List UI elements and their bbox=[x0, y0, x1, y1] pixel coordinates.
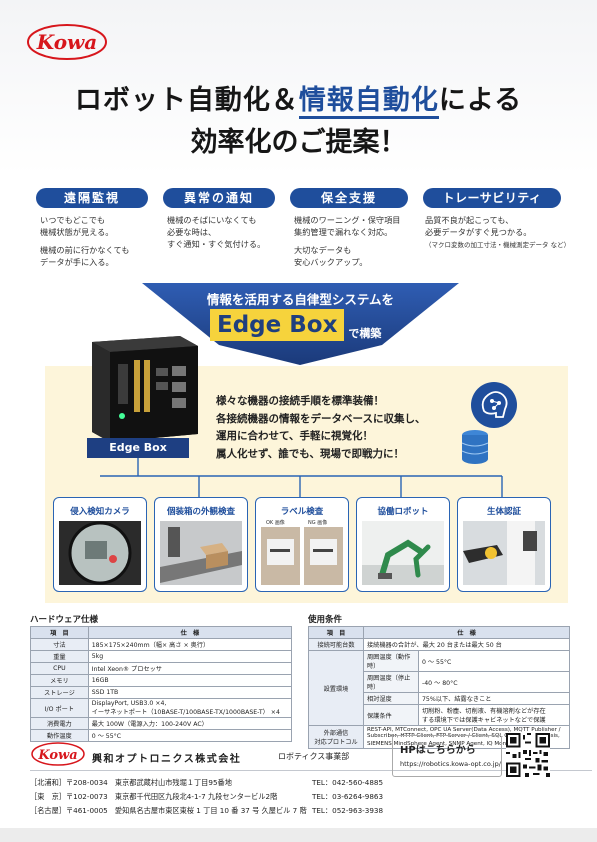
svg-text:Kowa: Kowa bbox=[37, 748, 77, 763]
feature-text-alert: 機械のそばにいなくても必要な時は、すぐ通知・すぐ気付ける。 bbox=[167, 215, 266, 249]
database-icon bbox=[461, 430, 489, 464]
feature-title-remote: 遠隔監視 bbox=[36, 188, 148, 208]
camera-image bbox=[59, 521, 141, 585]
brain-ai-icon bbox=[471, 382, 517, 428]
qr-code[interactable] bbox=[506, 733, 550, 777]
panel-line: 属人化せず、誰でも、現場で即戦力に！ bbox=[216, 447, 404, 460]
headline-part: による bbox=[438, 85, 523, 116]
card-title: 協働ロボット bbox=[377, 507, 429, 517]
headline-part: ロボット自動化＆ bbox=[74, 85, 299, 116]
card-cobot: 協働ロボット bbox=[356, 497, 450, 592]
svg-text:Kowa: Kowa bbox=[36, 30, 97, 54]
card-package-inspection: 個装箱の外観検査 bbox=[154, 497, 248, 592]
company-name: 興和オプトロニクス株式会社 bbox=[92, 754, 242, 765]
environment-spec-table: 項 目仕 様 接続可能台数接続機器の合計が、最大 20 台または最大 50 台 … bbox=[308, 626, 570, 749]
table-header: 項 目 bbox=[308, 626, 364, 639]
banner-title: 情報を活用する自律型システムを bbox=[206, 292, 395, 307]
office-tokyo: ［東 京］〒102-0073 東京都千代田区九段北4-1-7 九段センタービル2… bbox=[30, 792, 384, 801]
footer-divider bbox=[30, 770, 592, 771]
hero-background bbox=[0, 0, 597, 175]
feature-title-alert: 異常の通知 bbox=[163, 188, 275, 208]
office-nagoya: ［名古屋］〒461-0005 愛知県名古屋市東区東桜 1 丁目 10 番 37 … bbox=[30, 806, 384, 815]
card-title: 生体認証 bbox=[486, 507, 521, 517]
edge-box-label: Edge Box bbox=[87, 438, 189, 458]
feature-text-remote: いつでもどこでも機械状態が見える。 機械の前に行かなくてもデータが手に入る。 bbox=[40, 215, 130, 267]
feature-title-traceability: トレーサビリティ bbox=[423, 188, 561, 208]
card-biometric: 生体認証 bbox=[457, 497, 551, 592]
biometric-image bbox=[463, 521, 545, 585]
kowa-logo: Kowa bbox=[27, 24, 107, 60]
table-header: 項 目 bbox=[30, 626, 89, 639]
feature-text-maintenance: 機械のワーニング・保守項目集約管理で漏れなく対応。 大切なデータも安心バックアッ… bbox=[294, 215, 401, 267]
card-intrusion-camera: 侵入検知カメラ bbox=[53, 497, 147, 592]
footer-kowa-logo: Kowa bbox=[31, 742, 85, 766]
headline-line-2: 効率化のご提案！ bbox=[190, 127, 407, 158]
card-title: 侵入検知カメラ bbox=[70, 507, 130, 517]
connector-lines bbox=[100, 458, 503, 498]
table-row: 設置環境周囲温度（動作時）0 ～ 55°C bbox=[308, 650, 570, 726]
ok-image-label: OK 画像 bbox=[266, 520, 285, 526]
table-row: 接続可能台数接続機器の合計が、最大 20 台または最大 50 台 bbox=[308, 638, 570, 651]
panel-description: 様々な機器の接続手順を標準装備！ 各接続機器の情報をデータベースに収集し、 運用… bbox=[216, 393, 425, 463]
feature-title-maintenance: 保全支援 bbox=[290, 188, 408, 208]
homepage-url[interactable]: https://robotics.kowa-opt.co.jp/ bbox=[400, 760, 501, 768]
homepage-title: HPはこちらから bbox=[400, 745, 476, 756]
table-row: 消費電力最大 100W（電源入力：100-240V AC） bbox=[30, 717, 293, 730]
edge-box-device-image bbox=[92, 336, 198, 442]
headline-highlight: 情報自動化 bbox=[298, 85, 439, 119]
division-name: ロボティクス事業部 bbox=[278, 752, 350, 761]
ng-image-label: NG 画像 bbox=[308, 520, 328, 526]
panel-line: 各接続機器の情報をデータベースに収集し、 bbox=[216, 412, 426, 425]
table-header: 仕 様 bbox=[87, 626, 293, 639]
headline-line-1: ロボット自動化＆情報自動化による bbox=[0, 78, 597, 119]
panel-line: 様々な機器の接続手順を標準装備！ bbox=[216, 395, 384, 407]
label-image bbox=[261, 527, 343, 585]
card-title: ラベル検査 bbox=[280, 507, 324, 517]
card-title: 個装箱の外観検査 bbox=[166, 507, 235, 517]
edgebox-word: Edge Box bbox=[210, 309, 345, 341]
panel-line: 運用に合わせて、手軽に視覚化！ bbox=[216, 430, 373, 442]
bottom-strip bbox=[0, 828, 597, 842]
homepage-box[interactable]: HPはこちらから https://robotics.kowa-opt.co.jp… bbox=[392, 735, 502, 777]
hardware-spec-title: ハードウェア仕様 bbox=[30, 615, 99, 625]
environment-spec-title: 使用条件 bbox=[308, 615, 343, 625]
cobot-image bbox=[362, 521, 444, 585]
edgebox-suffix: で構築 bbox=[348, 327, 382, 340]
feature-text-traceability: 品質不良が起こっても、必要データがすぐ見つかる。（マクロ変数の加工寸法・機械測定… bbox=[425, 215, 571, 249]
package-image bbox=[160, 521, 242, 585]
table-header: 仕 様 bbox=[363, 626, 570, 639]
card-label-inspection: ラベル検査 OK 画像 NG 画像 bbox=[255, 497, 349, 592]
